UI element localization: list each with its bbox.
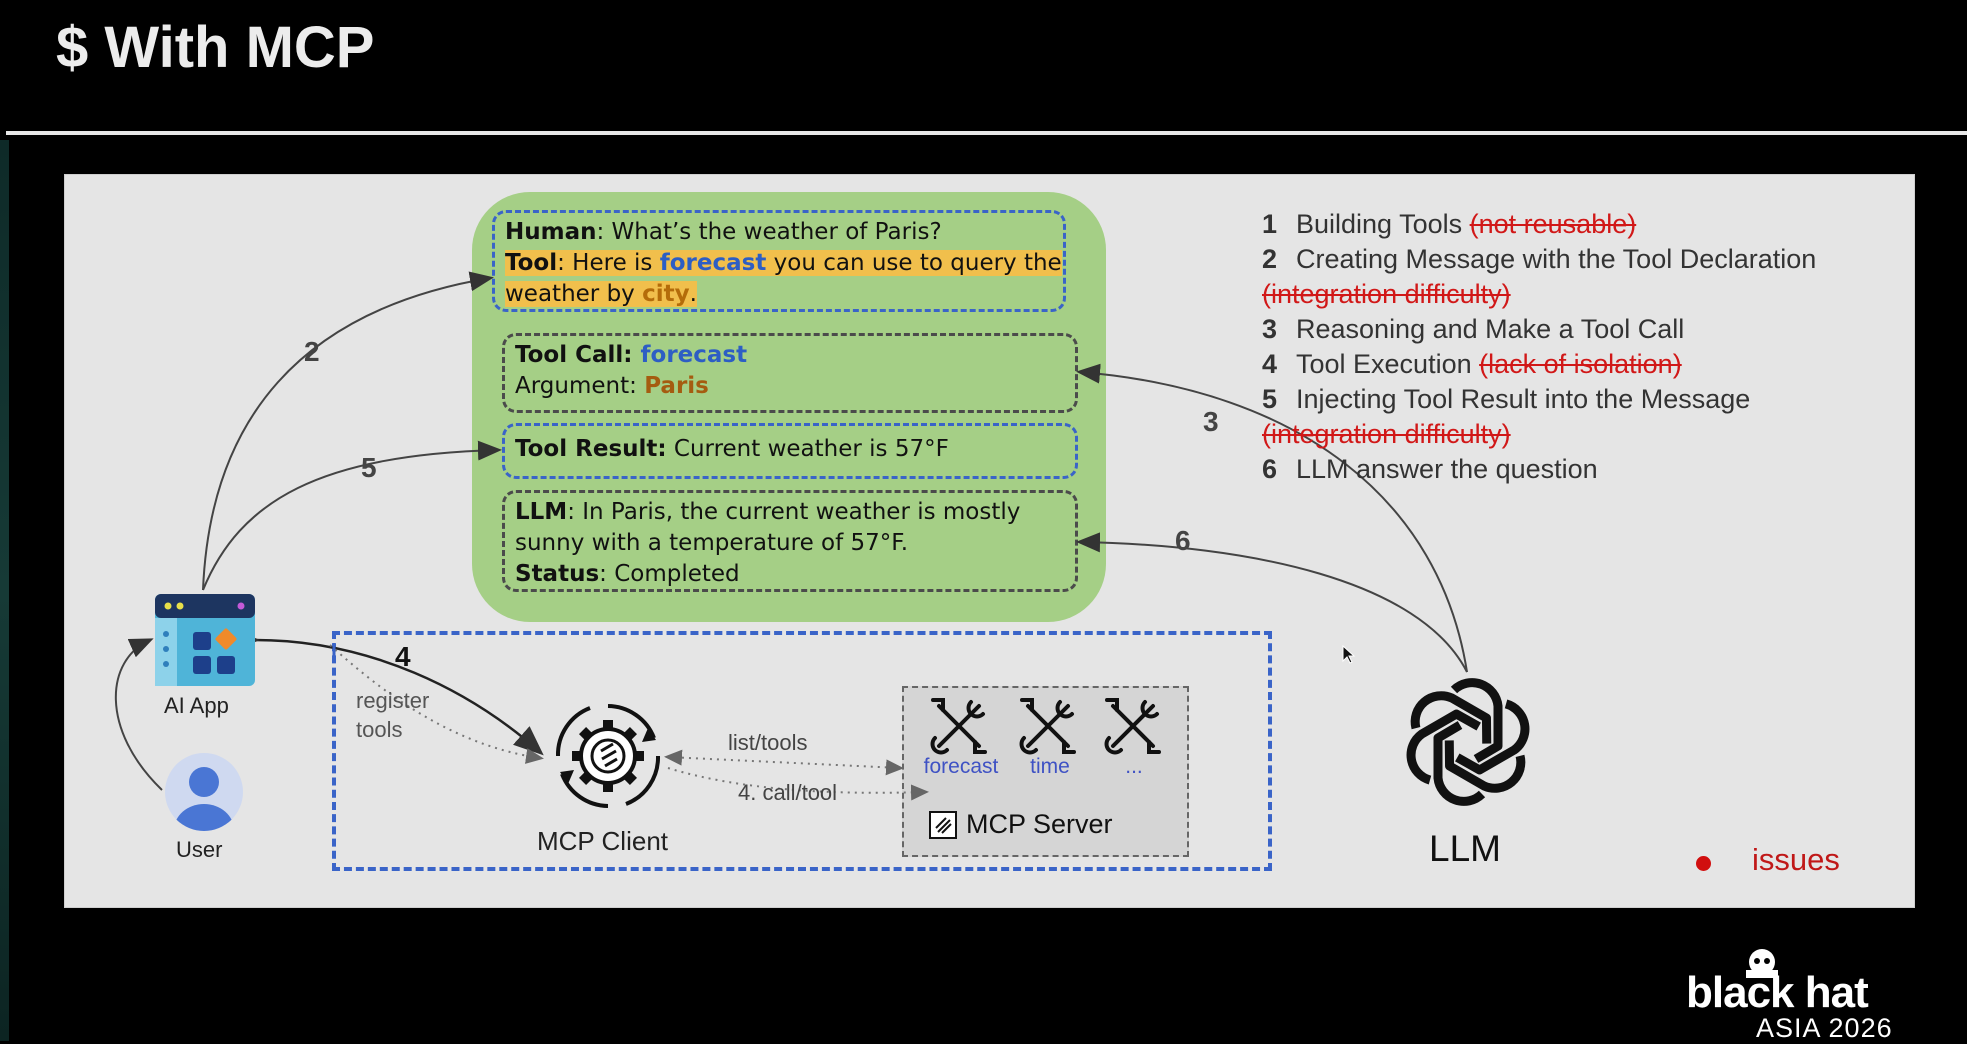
ai-app-icon [155, 594, 255, 686]
llm-text: : In Paris, the current weather is mostl… [567, 499, 1021, 525]
arrow-5 [202, 440, 502, 591]
list-tools-label: list/tools [728, 730, 808, 755]
legend-issue-label: issues [1752, 842, 1840, 877]
tool-name-time: time [1030, 755, 1070, 778]
brand-logo-text: black hat [1686, 968, 1869, 1017]
tool-call-message: Tool Call: forecast Argument: Paris [502, 333, 1078, 413]
arrow-3 [1076, 363, 1468, 673]
user-icon [165, 753, 243, 831]
call-tool-label: 4. call/tool [738, 780, 838, 805]
arrow-user-to-app [114, 638, 163, 791]
tool-text-3: weather by [505, 281, 643, 307]
human-label: Human [505, 219, 597, 245]
ai-app-label: AI App [164, 693, 229, 718]
arrow-6 [1076, 532, 1468, 673]
arrow-call-tool [667, 767, 929, 801]
tool-keyword: forecast [659, 250, 767, 276]
arrow-label-3: 3 [1203, 406, 1219, 437]
human-tool-message: Human: What’s the weather of Paris? Tool… [492, 210, 1066, 312]
legend-issue-dot [1696, 856, 1711, 871]
human-text: : What’s the weather of Paris? [596, 219, 942, 245]
tool-result-message: Tool Result: Current weather is 57°F [502, 423, 1078, 479]
step-issue: (integration difficulty) [1262, 279, 1511, 309]
tool-text-1: : Here is [557, 250, 660, 276]
tool-text-2: you can use to query the [766, 250, 1062, 276]
toolcall-label: Tool Call: [515, 342, 641, 368]
forecast-tool-icon [930, 698, 987, 755]
argument-value: Paris [644, 373, 709, 399]
llm-label: LLM [515, 499, 568, 525]
cursor-icon [1342, 644, 1356, 664]
toolresult-label: Tool Result: [515, 436, 667, 462]
black-hat-logo-icon [1746, 949, 1778, 978]
arrow-label-4: 4 [395, 641, 411, 672]
arrow-label-5: 5 [361, 452, 377, 483]
tool-city: city [642, 281, 690, 307]
more-tools-icon [1104, 698, 1161, 755]
mcp-server-icon [929, 811, 957, 839]
argument-label: Argument: [515, 373, 645, 399]
tool-text-4: . [689, 281, 697, 307]
arrow-2 [202, 271, 494, 591]
title-divider [6, 131, 1967, 135]
step-issue: (integration difficulty) [1262, 419, 1511, 449]
time-tool-icon [1019, 698, 1076, 755]
toolcall-name: forecast [640, 342, 748, 368]
register-tools-label: register tools [356, 688, 430, 742]
brand-event: ASIA 2026 [1756, 1013, 1893, 1043]
background-edge [0, 140, 9, 1041]
status-text: : Completed [599, 561, 740, 587]
toolresult-text: Current weather is 57°F [666, 436, 949, 462]
arrow-list-tools [664, 749, 904, 776]
arrow-register-tools [329, 644, 544, 764]
tool-name-more: ... [1125, 755, 1143, 778]
llm-logo-icon [1406, 678, 1530, 806]
arrow-4 [229, 627, 544, 756]
user-label: User [176, 837, 223, 862]
slide-title: $ With MCP [56, 15, 375, 80]
arrow-label-2: 2 [304, 336, 320, 367]
tool-name-forecast: forecast [923, 755, 999, 778]
status-label: Status [515, 561, 600, 587]
arrow-label-6: 6 [1175, 525, 1191, 556]
mcp-client-label: MCP Client [537, 826, 669, 856]
llm-message: LLM: In Paris, the current weather is mo… [502, 490, 1078, 592]
tool-label: Tool [505, 250, 558, 276]
llm-text-2: sunny with a temperature of 57°F. [515, 530, 909, 556]
mcp-client-gear-icon [555, 704, 661, 808]
mcp-server-label: MCP Server [966, 809, 1113, 839]
llm-label: LLM [1429, 828, 1501, 869]
